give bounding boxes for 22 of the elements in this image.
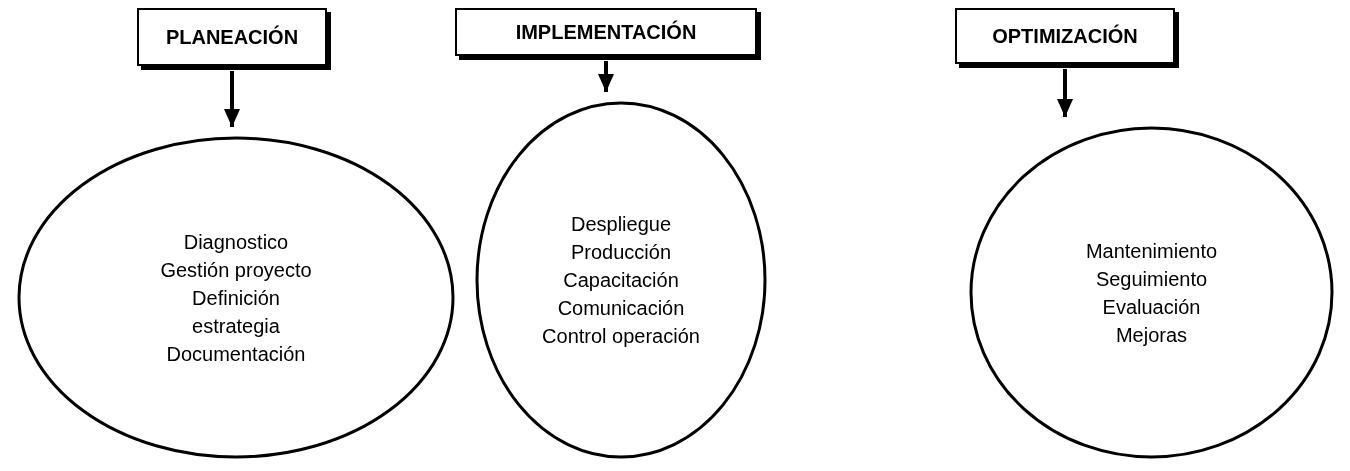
activity-ellipse (16, 135, 456, 460)
activity-text: Capacitación (563, 268, 679, 293)
arrow (598, 61, 614, 92)
activity-ellipse (968, 125, 1335, 460)
activity-text: Mejoras (1115, 322, 1188, 348)
arrow (1057, 69, 1073, 117)
arrow (224, 71, 240, 127)
activity-text: Comunicación (557, 296, 685, 321)
activity-text: Diagnostico (183, 229, 289, 255)
activity-text: Gestión proyecto (160, 257, 312, 283)
stage-title: OPTIMIZACIÓN (992, 23, 1138, 49)
activity-text: Definición estrategia (191, 285, 281, 339)
activity-ellipse (474, 100, 768, 460)
activity-text: Producción (570, 240, 672, 265)
activity-text: Evaluación (1102, 294, 1201, 320)
activity-text: Control operación (542, 324, 700, 349)
activity-text: Documentación (166, 341, 306, 367)
activity-text: Seguimiento (1095, 266, 1208, 292)
activity-text: Despliegue (570, 212, 672, 237)
activity-text: Mantenimiento (1085, 238, 1218, 264)
stage-title: PLANEACIÓN (165, 24, 299, 50)
stage-title: IMPLEMENTACIÓN (515, 19, 697, 45)
